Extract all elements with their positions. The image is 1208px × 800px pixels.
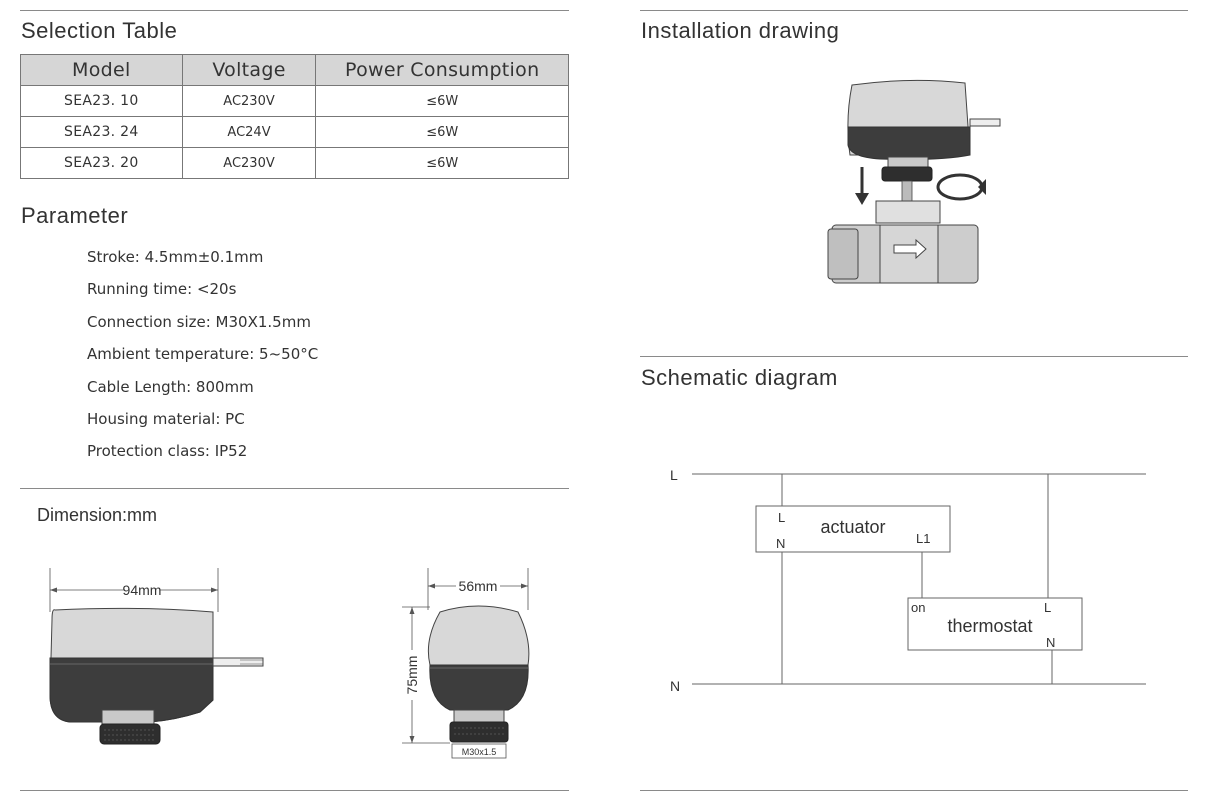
thermostat-label: thermostat — [947, 616, 1032, 636]
parameter-item: Stroke: 4.5mm±0.1mm — [87, 248, 264, 266]
table-row: SEA23. 20 AC230V ≤6W — [20, 147, 569, 179]
header-power: Power Consumption — [315, 54, 569, 86]
installation-drawing — [827, 79, 1001, 284]
thread-label: M30x1.5 — [462, 747, 497, 757]
parameter-title: Parameter — [21, 203, 129, 228]
dimension-side-view: 94mm — [49, 568, 264, 745]
table-row: SEA23. 24 AC24V ≤6W — [20, 116, 569, 148]
thermostat-box — [907, 597, 1083, 651]
cell-power: ≤6W — [315, 85, 569, 117]
thermostat-n-label: N — [1046, 635, 1055, 650]
mid-rule-right — [640, 356, 1188, 357]
header-model: Model — [20, 54, 183, 86]
height-label: 75mm — [404, 656, 420, 695]
header-voltage: Voltage — [181, 54, 317, 86]
selection-table: Model Voltage Power Consumption SEA23. 1… — [20, 54, 569, 179]
bottom-rule-right — [640, 790, 1188, 791]
top-rule-left — [20, 10, 569, 11]
parameter-list: Stroke: 4.5mm±0.1mm Running time: <20s C… — [87, 244, 318, 471]
parameter-item: Housing material: PC — [87, 409, 245, 428]
mid-rule-left — [20, 488, 569, 489]
cell-model: SEA23. 20 — [20, 147, 183, 179]
table-row: SEA23. 10 AC230V ≤6W — [20, 85, 569, 117]
cell-voltage: AC230V — [181, 85, 317, 117]
bottom-rule-left — [20, 790, 569, 791]
schematic-diagram: L N L N actuator L1 on L thermostat N — [670, 467, 1146, 694]
actuator-label: actuator — [820, 517, 885, 537]
parameter-item: Cable Length: 800mm — [87, 377, 254, 396]
line-l-label: L — [670, 467, 678, 483]
cell-model: SEA23. 10 — [20, 85, 183, 117]
table-header-row: Model Voltage Power Consumption — [20, 54, 569, 86]
thermostat-l-label: L — [1044, 600, 1051, 615]
cell-power: ≤6W — [315, 147, 569, 179]
width-label: 94mm — [123, 582, 162, 598]
depth-label: 56mm — [459, 578, 498, 594]
actuator-n-label: N — [776, 536, 785, 551]
line-n-label: N — [670, 678, 680, 694]
dimension-title: Dimension:mm — [37, 505, 158, 525]
cell-voltage: AC24V — [181, 116, 317, 148]
parameter-item: Ambient temperature: 5~50°C — [87, 345, 319, 364]
cell-model: SEA23. 24 — [20, 116, 183, 148]
parameter-item: Connection size: M30X1.5mm — [87, 312, 311, 331]
dimension-front-view: 56mm 75mm M30x1.5 — [402, 568, 530, 759]
installation-title: Installation drawing — [641, 18, 840, 43]
actuator-box — [755, 505, 951, 553]
top-rule-right — [640, 10, 1188, 11]
actuator-l-label: L — [778, 510, 785, 525]
cell-power: ≤6W — [315, 116, 569, 148]
actuator-l1-label: L1 — [916, 531, 930, 546]
parameter-item: Running time: <20s — [87, 280, 237, 299]
schematic-title: Schematic diagram — [641, 365, 838, 390]
cell-voltage: AC230V — [181, 147, 317, 179]
parameter-item: Protection class: IP52 — [87, 442, 248, 461]
selection-table-title: Selection Table — [21, 18, 178, 43]
thermostat-on-label: on — [911, 600, 925, 615]
